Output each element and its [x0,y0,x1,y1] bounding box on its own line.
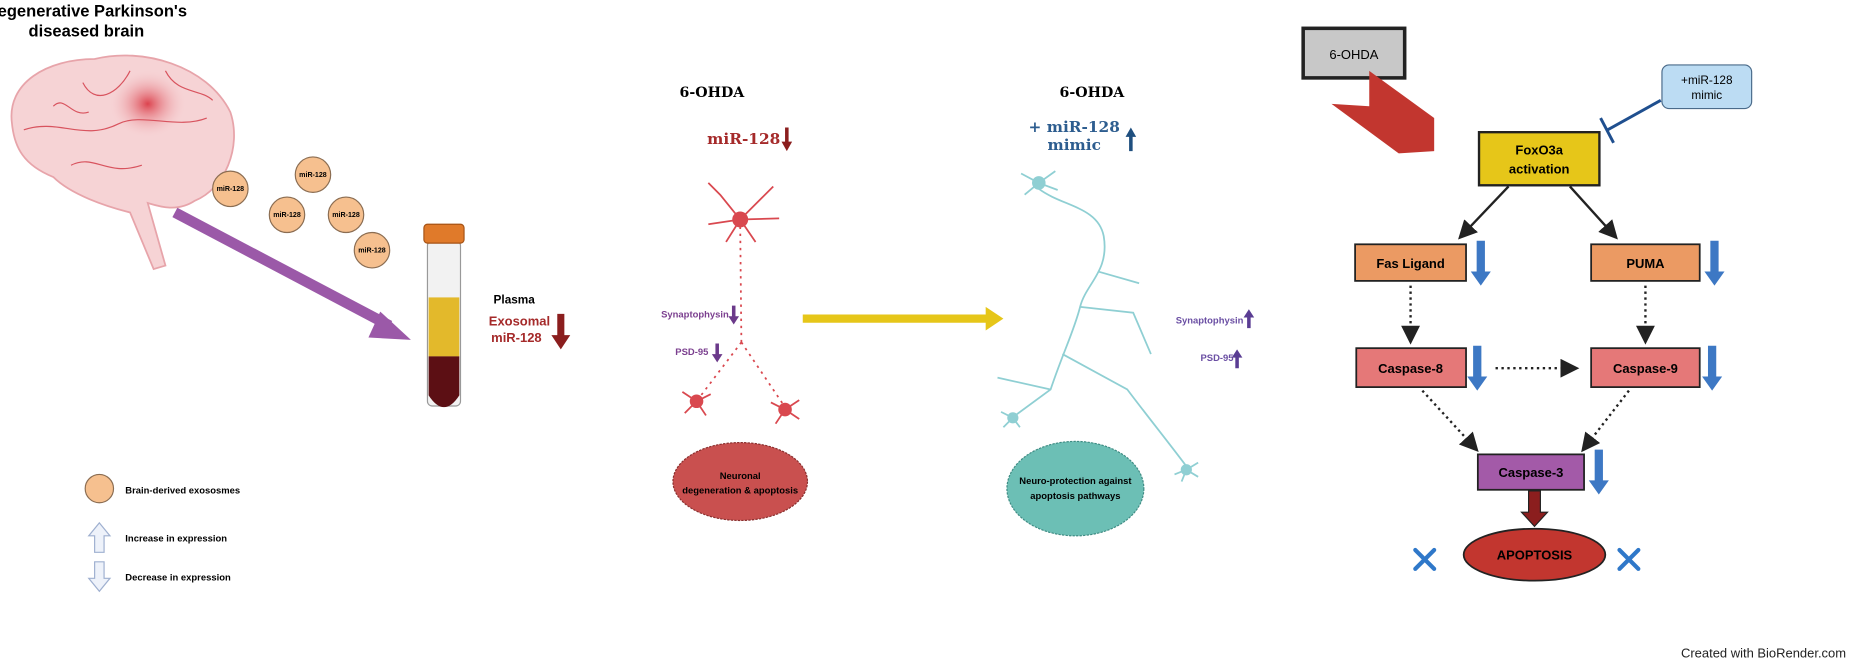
ohda-box [1301,26,1407,80]
mimic-label: +miR-128 [1681,73,1733,87]
red-chevron-arrow [1331,70,1435,154]
down-arrow-icon [87,561,112,593]
degenerating-neuron [681,182,800,425]
foxo3a-label-line2: activation [1509,161,1570,176]
svg-text:miR-128: miR-128 [332,211,360,219]
arrow-to-fas [1458,185,1510,240]
purple-arrow [172,207,393,331]
exosome: miR-128 [212,170,249,208]
foxo3a-box [1477,131,1601,187]
blocked-x-icon [1413,547,1437,571]
down-arrow-icon [1702,345,1723,391]
outcome-label-line2: apoptosis pathways [1030,491,1120,502]
outcome-label-line2: degeneration & apoptosis [682,485,798,496]
fas-ligand-box [1354,243,1467,282]
exosomes: miR-128 miR-128 miR-128 miR-128 miR-128 [212,156,391,269]
exosome-legend-icon [84,473,115,504]
foxo3a-label: FoxO3a [1515,143,1563,158]
mirna-label: miR-128 [707,130,780,148]
down-arrow-icon [728,305,740,325]
degeneration-outcome [672,441,809,522]
synaptophysin-label: Synaptophysin [1176,315,1244,326]
ohda-label: 6-OHDA [1329,47,1378,62]
brain-illustration [10,54,235,271]
neuroprotection-outcome [1006,440,1145,537]
arrow-to-puma [1569,185,1618,240]
down-arrow-icon [1467,345,1488,391]
down-arrow-icon [1470,240,1491,286]
apoptosis-label: APOPTOSIS [1497,547,1573,562]
dotted-arrow-c8-to-c3 [1421,389,1479,452]
treatment-label: 6-OHDA [1060,85,1126,101]
brain-title-line2: diseased brain [29,22,145,41]
mimic-label: + miR-128 [1029,118,1120,136]
svg-text:miR-128: miR-128 [273,211,301,219]
plasma-label: Plasma [494,292,536,306]
exosome: miR-128 [268,196,306,234]
outcome-label: Neuro-protection against [1019,476,1132,487]
caspase8-box [1355,347,1467,388]
caspase9-label: Caspase-9 [1613,361,1678,376]
down-arrow-icon [1704,240,1725,286]
down-arrow-icon [551,313,571,350]
apoptosis-ellipse [1462,527,1607,582]
dark-red-arrow [1520,490,1549,528]
brain-title: Degenerative Parkinson's [0,2,187,21]
legend-label: Decrease in expression [125,573,231,584]
exosome: miR-128 [294,156,332,193]
psd95-label: PSD-95 [675,347,708,358]
down-arrow-icon [781,127,793,152]
puma-box [1590,243,1701,282]
up-arrow-icon [87,521,112,553]
up-arrow-icon [1125,127,1137,152]
mimic-box [1661,64,1753,110]
down-arrow-icon [1588,449,1609,495]
caspase8-label: Caspase-8 [1378,361,1443,376]
svg-text:miR-128: miR-128 [217,185,245,193]
up-arrow-icon [1243,309,1255,329]
legend: Brain-derived exososmes Increase in expr… [84,473,240,593]
synaptophysin-label: Synaptophysin [661,309,729,320]
treatment-label: 6-OHDA [680,85,746,101]
exosomal-label: Exosomal [489,314,550,329]
blocked-x-icon [1617,547,1641,571]
exosome: miR-128 [327,196,365,234]
caspase9-box [1590,347,1701,388]
svg-text:miR-128: miR-128 [299,171,327,179]
fas-ligand-label: Fas Ligand [1376,256,1445,271]
mimic-label-line2: mimic [1691,88,1722,102]
blood-tube [423,223,465,408]
psd95-label: PSD-95 [1200,353,1233,364]
biorender-credit: Created with BioRender.com [1681,645,1846,660]
svg-text:miR-128: miR-128 [358,247,386,255]
puma-label: PUMA [1626,256,1665,271]
up-arrow-icon [1231,349,1243,369]
exosome: miR-128 [353,231,391,269]
legend-label: Increase in expression [125,534,227,545]
mimic-label-line2: mimic [1047,136,1100,154]
outcome-label: Neuronal [720,471,761,482]
legend-label: Brain-derived exososmes [125,485,240,496]
dotted-arrow-c9-to-c3 [1581,389,1630,453]
caspase3-label: Caspase-3 [1499,465,1564,480]
caspase3-box [1476,453,1585,491]
yellow-arrow-head [985,306,1004,331]
exosomal-label-line2: miR-128 [491,330,541,345]
inhibit-line [1599,99,1662,144]
down-arrow-icon [711,343,723,363]
purple-arrow-head [368,311,411,340]
healthy-neuron [997,170,1199,482]
